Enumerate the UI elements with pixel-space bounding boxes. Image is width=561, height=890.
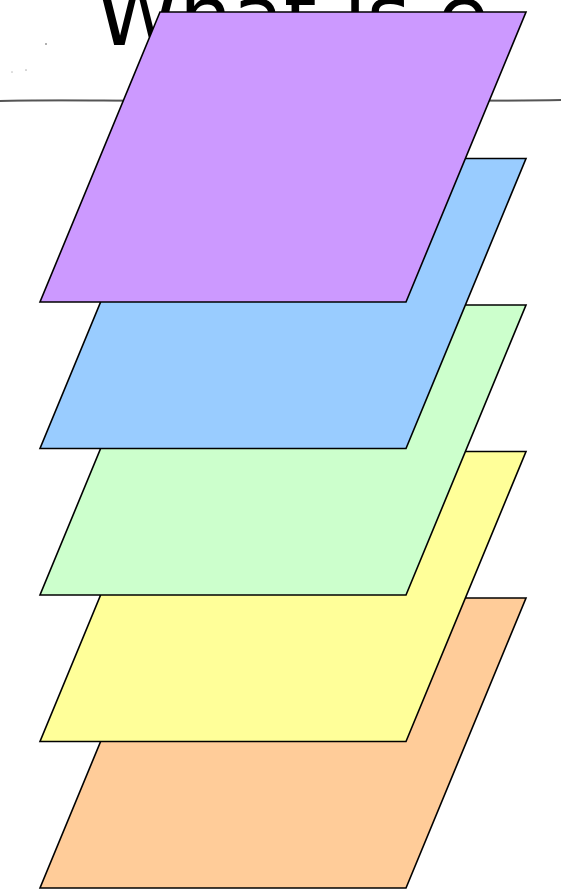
layer-stack-diagram xyxy=(0,0,561,890)
